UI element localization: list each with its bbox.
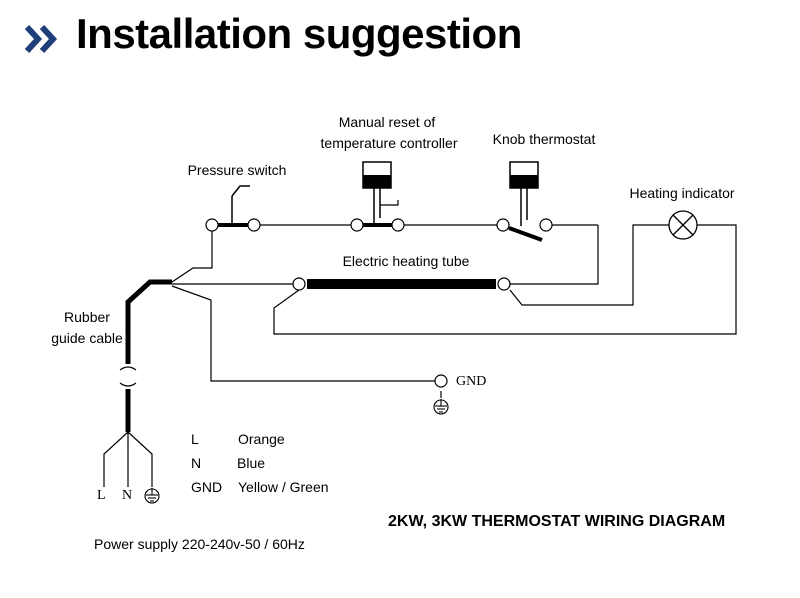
terminal [292, 277, 306, 291]
rubber-cable-label-line2: guide cable [51, 330, 123, 346]
heating-tube [307, 279, 496, 289]
gnd-label: GND [456, 374, 487, 389]
pressure-switch-symbol [218, 185, 250, 227]
heating-indicator-lamp [668, 210, 698, 240]
legend-color-n: Blue [237, 455, 266, 471]
gnd-terminal [434, 374, 448, 388]
rubber-cable-label-line1: Rubber [64, 309, 110, 325]
legend-code-l: L [191, 431, 199, 447]
page-title: Installation suggestion [76, 10, 522, 57]
terminal [539, 218, 553, 232]
knob-thermostat-symbol [508, 161, 543, 242]
terminal [497, 277, 511, 291]
terminal [350, 218, 364, 232]
manual-reset-label-line2: temperature controller [320, 135, 458, 151]
diagram-title: 2KW, 3KW THERMOSTAT WIRING DIAGRAM [388, 513, 726, 530]
heating-tube-label: Electric heating tube [342, 253, 470, 269]
heating-indicator-label: Heating indicator [629, 185, 735, 201]
terminal-l-label: L [97, 488, 106, 503]
terminal [496, 218, 510, 232]
terminal [247, 218, 261, 232]
rubber-guide-cable [125, 279, 172, 432]
double-chevron-icon [24, 24, 58, 54]
legend-color-l: Orange [238, 431, 285, 447]
ground-icon [144, 488, 160, 504]
legend-code-n: N [191, 455, 202, 471]
terminal [391, 218, 405, 232]
ground-icon [433, 399, 449, 415]
terminal-n-label: N [122, 488, 133, 503]
manual-reset-label-line1: Manual reset of [338, 114, 436, 130]
terminal [205, 218, 219, 232]
power-supply-label: Power supply 220-240v-50 / 60Hz [94, 536, 305, 552]
manual-reset-symbol [362, 161, 399, 227]
legend-code-gnd: GND [191, 479, 223, 495]
knob-thermostat-label: Knob thermostat [492, 131, 596, 147]
pressure-switch-label: Pressure switch [187, 162, 287, 178]
legend-color-gnd: Yellow / Green [238, 479, 329, 495]
